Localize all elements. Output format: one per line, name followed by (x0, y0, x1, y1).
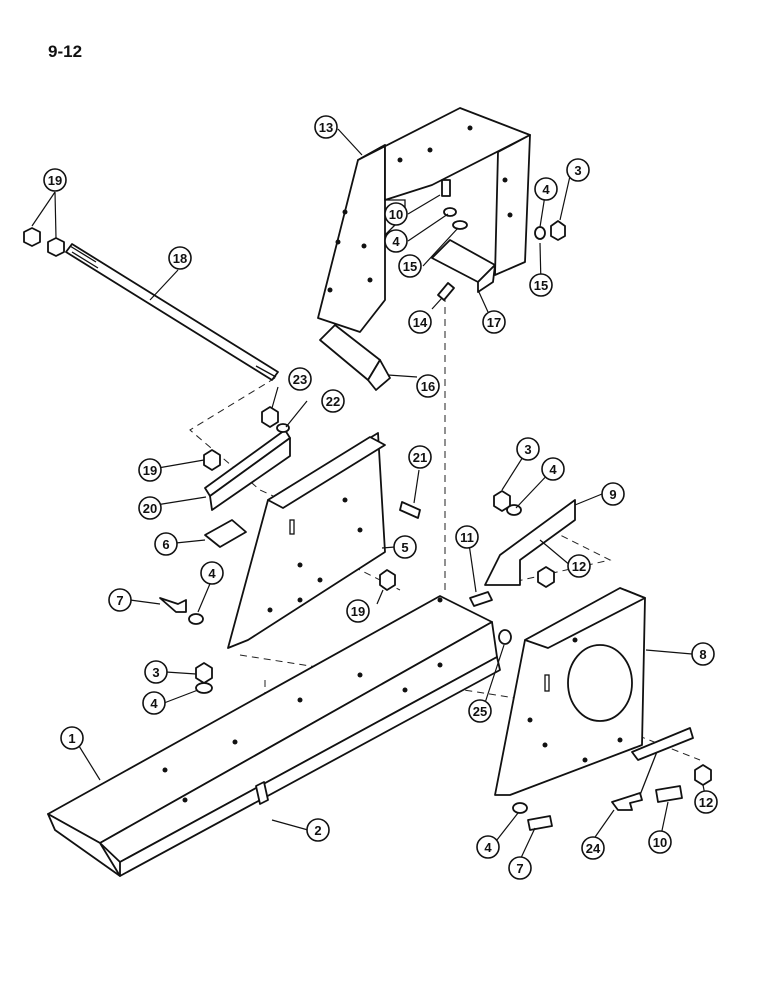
callout-14: 14 (408, 310, 432, 334)
callout-3-lower-left: 3 (144, 660, 168, 684)
svg-text:7: 7 (516, 861, 523, 876)
callout-15-right: 15 (529, 273, 553, 297)
callout-12-center: 12 (567, 554, 591, 578)
svg-text:8: 8 (699, 647, 706, 662)
callout-15-left: 15 (398, 254, 422, 278)
part-threaded-rod (65, 243, 279, 381)
svg-text:12: 12 (699, 795, 713, 810)
callout-19-top: 19 (43, 168, 67, 192)
svg-text:4: 4 (484, 840, 492, 855)
svg-text:15: 15 (403, 259, 417, 274)
svg-text:24: 24 (586, 841, 601, 856)
svg-text:3: 3 (152, 665, 159, 680)
svg-text:23: 23 (293, 372, 307, 387)
callout-1: 1 (60, 726, 84, 750)
svg-text:7: 7 (116, 593, 123, 608)
callout-4-lower-left: 4 (142, 691, 166, 715)
callout-7-left: 7 (108, 588, 132, 612)
svg-text:25: 25 (473, 704, 487, 719)
callout-10-bottom: 10 (648, 830, 672, 854)
svg-text:13: 13 (319, 120, 333, 135)
svg-text:21: 21 (413, 450, 427, 465)
callout-19-lower: 19 (346, 599, 370, 623)
callout-21: 21 (408, 445, 432, 469)
part-nuts-rod-end (23, 227, 65, 257)
svg-text:12: 12 (572, 559, 586, 574)
svg-text:17: 17 (487, 315, 501, 330)
svg-text:3: 3 (524, 442, 531, 457)
callout-25: 25 (468, 699, 492, 723)
svg-text:4: 4 (392, 234, 400, 249)
part-right-bracket (484, 499, 576, 586)
svg-text:18: 18 (173, 251, 187, 266)
part-strip-plate (204, 429, 291, 511)
page-number: 9-12 (48, 42, 83, 61)
svg-text:10: 10 (389, 207, 403, 222)
callout-3-upper-left: 3 (566, 158, 590, 182)
svg-text:20: 20 (143, 501, 157, 516)
part-handle (611, 727, 694, 811)
svg-text:4: 4 (542, 182, 550, 197)
svg-text:19: 19 (48, 173, 62, 188)
svg-text:14: 14 (413, 315, 428, 330)
callout-11: 11 (455, 525, 479, 549)
part-main-channel (47, 595, 501, 877)
callout-9: 9 (601, 482, 625, 506)
callout-20: 20 (138, 496, 162, 520)
callout-17: 17 (482, 310, 506, 334)
callout-3-center: 3 (516, 437, 540, 461)
callout-2: 2 (306, 818, 330, 842)
part-upper-bracket (317, 107, 531, 333)
callout-12-right: 12 (694, 790, 718, 814)
svg-text:11: 11 (460, 530, 474, 545)
callout-16: 16 (416, 374, 440, 398)
callout-4-top-center: 4 (384, 229, 408, 253)
part-angle-bracket (431, 239, 496, 293)
svg-text:6: 6 (162, 537, 169, 552)
svg-text:4: 4 (208, 566, 216, 581)
svg-text:1: 1 (68, 731, 75, 746)
svg-text:19: 19 (351, 604, 365, 619)
part-small-angle (319, 324, 391, 391)
callout-leaders (31, 128, 707, 861)
svg-text:5: 5 (401, 540, 408, 555)
callout-7-right: 7 (508, 856, 532, 880)
callout-6: 6 (154, 532, 178, 556)
svg-text:19: 19 (143, 463, 157, 478)
callout-5: 5 (393, 535, 417, 559)
callout-23: 23 (288, 367, 312, 391)
callout-4-lower-right: 4 (476, 835, 500, 859)
svg-text:4: 4 (549, 462, 557, 477)
callout-8: 8 (691, 642, 715, 666)
callout-4-right-bracket: 4 (541, 457, 565, 481)
callout-13: 13 (314, 115, 338, 139)
part-pad (204, 519, 247, 548)
callout-4-top-right: 4 (534, 177, 558, 201)
callout-4-left-plate: 4 (200, 561, 224, 585)
callout-24: 24 (581, 836, 605, 860)
callout-22: 22 (321, 389, 345, 413)
svg-text:16: 16 (421, 379, 435, 394)
part-left-plate (227, 432, 386, 649)
callout-18: 18 (168, 246, 192, 270)
svg-text:22: 22 (326, 394, 340, 409)
part-right-plate (494, 587, 646, 796)
callout-19-middle: 19 (138, 458, 162, 482)
svg-text:3: 3 (574, 163, 581, 178)
svg-text:2: 2 (314, 823, 321, 838)
svg-text:9: 9 (609, 487, 616, 502)
svg-text:15: 15 (534, 278, 548, 293)
callout-10-top: 10 (384, 202, 408, 226)
svg-text:10: 10 (653, 835, 667, 850)
svg-text:4: 4 (150, 696, 158, 711)
